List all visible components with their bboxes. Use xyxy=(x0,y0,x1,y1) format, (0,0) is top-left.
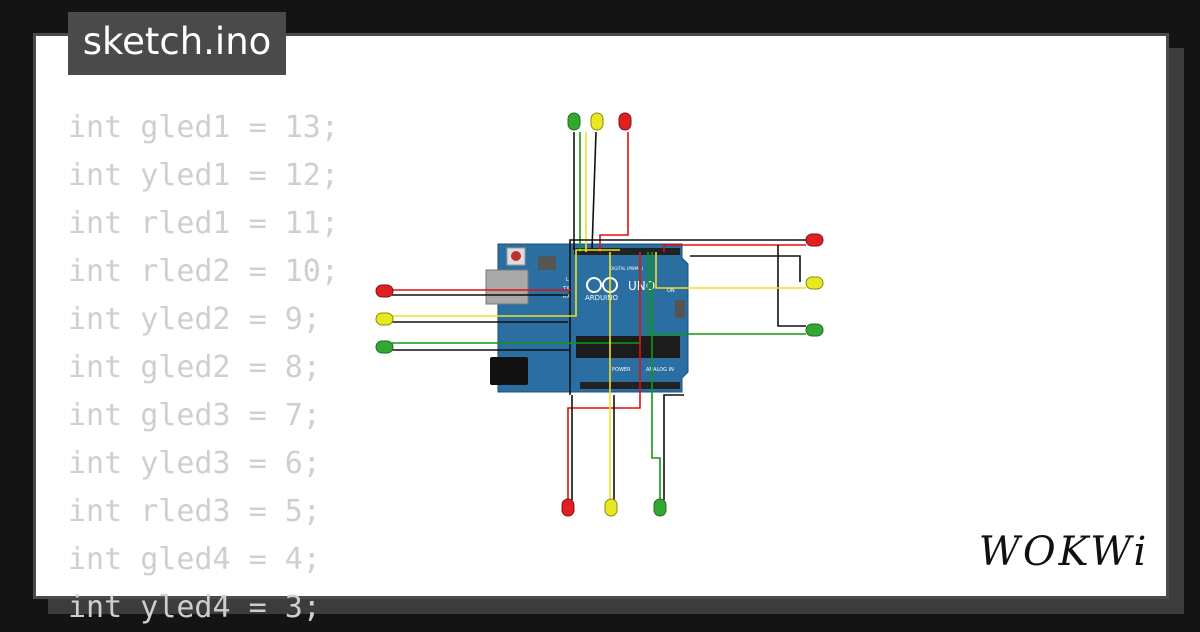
analog-power-header xyxy=(580,382,680,389)
file-title-tab: sketch.ino xyxy=(68,12,286,75)
code-line: int gled3 = 7; xyxy=(68,398,321,433)
led-right-green[interactable] xyxy=(805,323,824,337)
file-title: sketch.ino xyxy=(82,20,272,63)
code-preview: int gled1 = 13; int yled1 = 12; int rled… xyxy=(68,104,339,632)
on-label: ON xyxy=(667,288,675,294)
wokwi-logo-text: WOKWi xyxy=(978,529,1150,575)
code-line: int yled3 = 6; xyxy=(68,446,321,481)
usb-port xyxy=(485,269,529,305)
digital-header xyxy=(574,248,680,255)
code-line: int rled1 = 11; xyxy=(68,206,339,241)
code-line: int gled4 = 4; xyxy=(68,542,321,577)
code-line: int gled1 = 13; xyxy=(68,110,339,145)
arduino-uno-board[interactable]: UNO ARDUINO DIGITAL (PWM~) POWER ANALOG … xyxy=(485,243,689,393)
led-right-red[interactable] xyxy=(805,233,824,247)
icsp-header xyxy=(538,256,556,270)
wires xyxy=(392,131,808,500)
led-left-yellow[interactable] xyxy=(375,312,394,326)
led-bottom-yellow[interactable] xyxy=(604,498,618,517)
led-bottom-green[interactable] xyxy=(653,498,667,517)
board-brand: ARDUINO xyxy=(585,294,618,302)
l-label: L xyxy=(566,277,569,283)
arduino-logo-icon xyxy=(586,277,602,293)
code-line: int rled3 = 5; xyxy=(68,494,321,529)
led-top-yellow[interactable] xyxy=(590,112,604,131)
analog-label: ANALOG IN xyxy=(646,367,674,373)
code-line: int yled4 = 3; xyxy=(68,590,321,625)
led-top-green[interactable] xyxy=(567,112,581,131)
code-line: int gled2 = 8; xyxy=(68,350,321,385)
digital-label: DIGITAL (PWM~) xyxy=(610,266,644,271)
board-model: UNO xyxy=(628,279,655,293)
rx-label: RX xyxy=(563,294,570,300)
tx-label: TX xyxy=(562,286,570,292)
led-right-yellow[interactable] xyxy=(805,276,824,290)
led-left-green[interactable] xyxy=(375,340,394,354)
power-label: POWER xyxy=(612,367,631,373)
atmega-chip xyxy=(576,336,680,358)
code-line: int yled2 = 9; xyxy=(68,302,321,337)
led-left-red[interactable] xyxy=(375,284,394,298)
power-jack xyxy=(490,357,528,385)
code-line: int rled2 = 10; xyxy=(68,254,339,289)
code-line: int yled1 = 12; xyxy=(68,158,339,193)
led-bottom-red[interactable] xyxy=(561,498,575,517)
reset-button-cap xyxy=(511,251,521,261)
led-top-red[interactable] xyxy=(618,112,632,131)
wokwi-logo: WOKWi xyxy=(974,527,1154,577)
icsp-header-2 xyxy=(675,300,685,318)
